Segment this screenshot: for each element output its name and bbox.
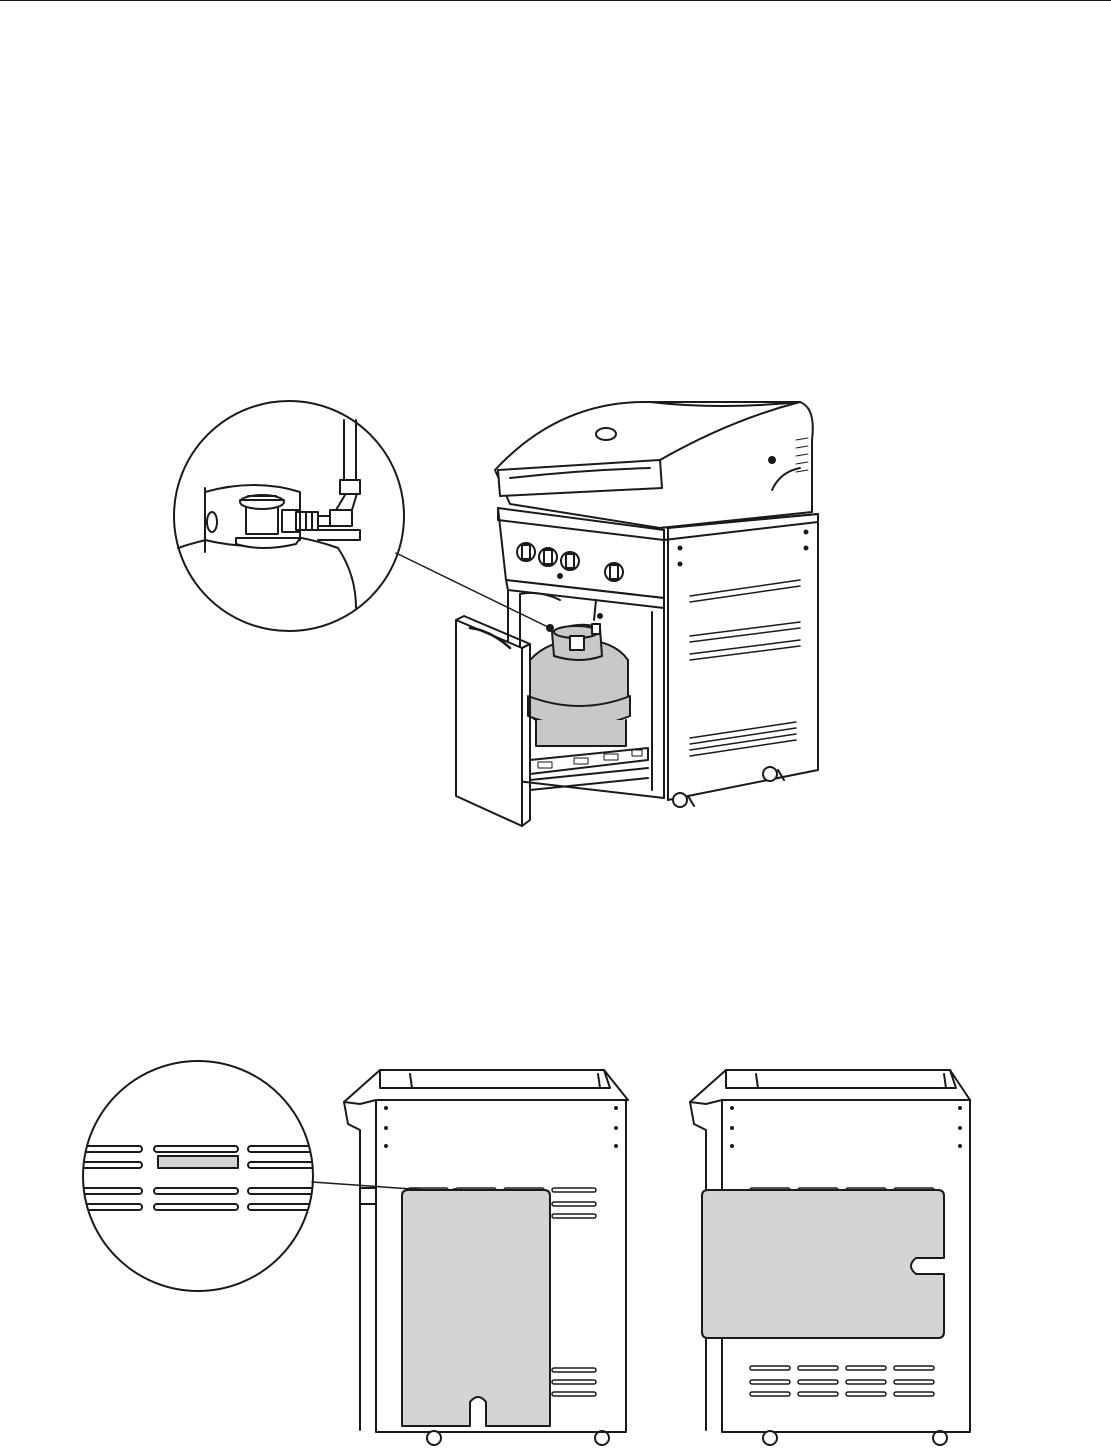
cart-body-left xyxy=(344,1070,628,1445)
cart-body-right xyxy=(690,1070,970,1445)
heat-shield-horizontal xyxy=(702,1190,944,1338)
detail-callout-shield-tab xyxy=(60,1061,330,1291)
heat-shield-vertical xyxy=(402,1190,550,1426)
